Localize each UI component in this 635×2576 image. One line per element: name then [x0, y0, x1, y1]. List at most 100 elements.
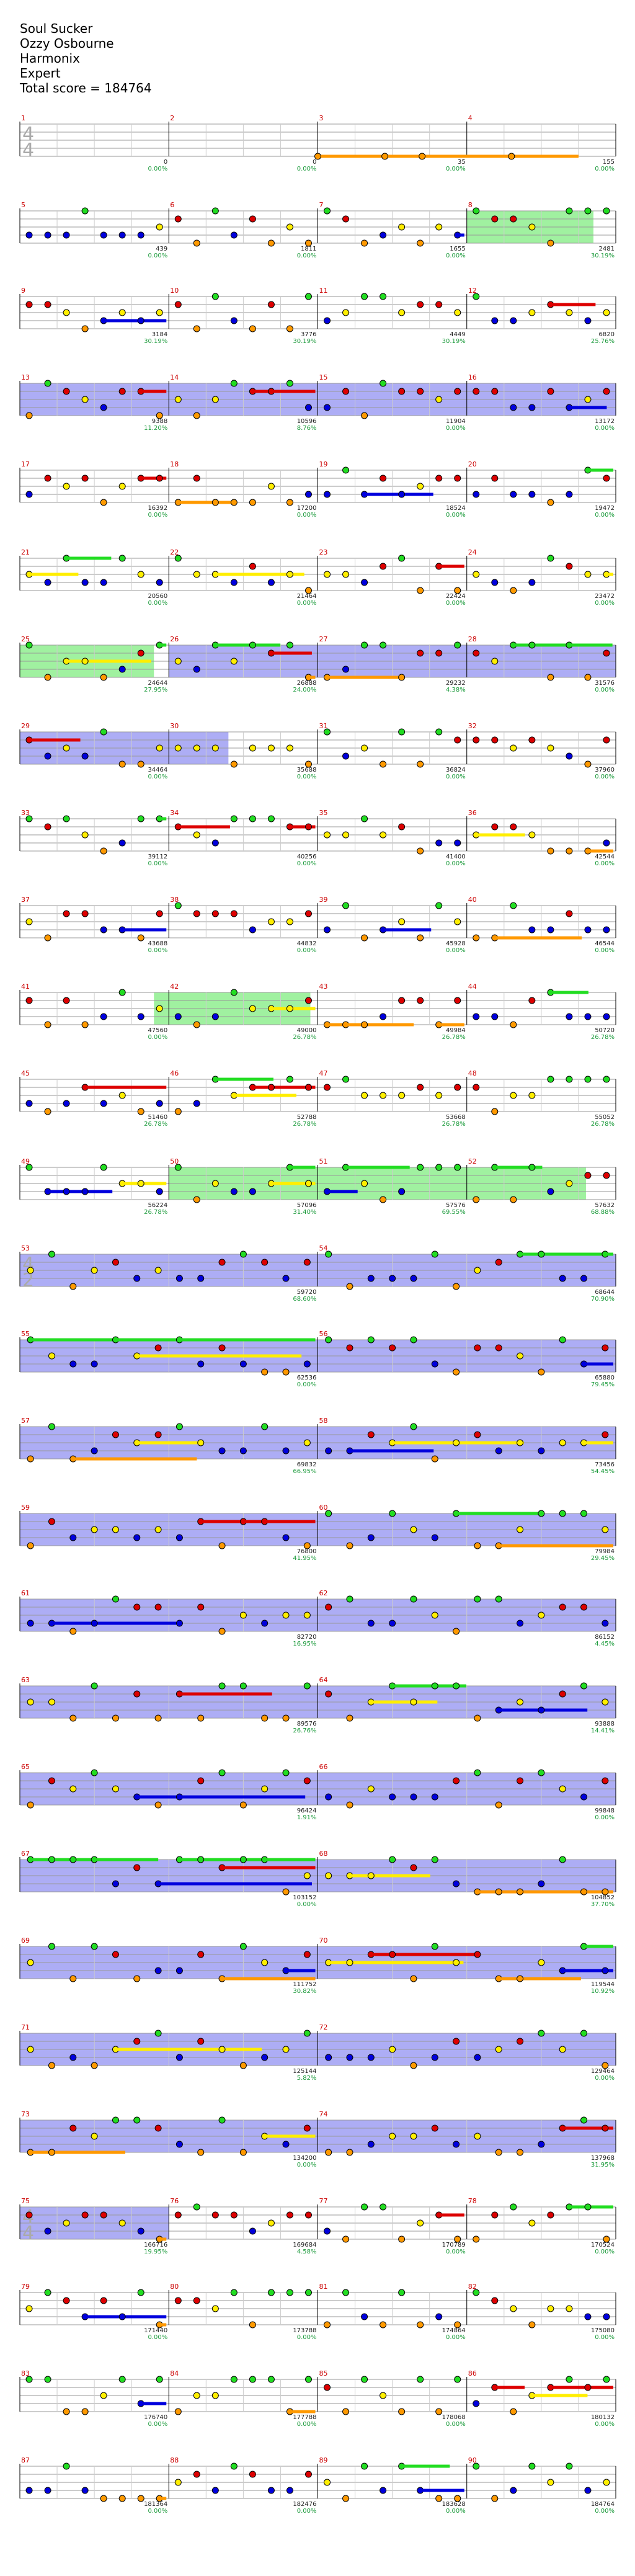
note-gem [249, 499, 256, 506]
note-gem [342, 752, 350, 760]
measure-number: 43 [319, 983, 328, 991]
note-gem [154, 1967, 162, 1974]
note-gem [261, 1259, 269, 1266]
measure-number: 2 [170, 114, 174, 122]
note-gem [133, 2116, 141, 2124]
measure-score: 50720 [595, 1027, 615, 1034]
measure-percent: 30.19% [591, 252, 615, 259]
note-gem [211, 396, 219, 403]
note-gem [431, 1360, 438, 1368]
measure-number: 4 [468, 114, 473, 122]
note-gem [547, 2479, 554, 2486]
note-gem [435, 301, 443, 308]
note-gem [417, 239, 424, 247]
note-gem [603, 1076, 610, 1083]
note-gem [528, 1164, 536, 1171]
note-gem [473, 1013, 480, 1020]
note-gem [197, 1360, 205, 1368]
measure-number: 86 [468, 2369, 477, 2378]
note-gem [435, 1092, 443, 1099]
note-gem [380, 231, 387, 239]
measure-score: 103152 [293, 1894, 316, 1901]
measure-row: 455146026.78%465278826.78%475366826.78%4… [19, 1069, 616, 1128]
note-gem [580, 1603, 588, 1611]
note-gem [25, 2305, 33, 2312]
measure-score: 137968 [591, 2155, 615, 2162]
measure-number: 68 [319, 1850, 328, 1858]
note-gem [473, 207, 480, 215]
note-gem [218, 2046, 226, 2053]
measure-row: 7516671619.95%761696844.58%771707890.00%… [19, 2197, 616, 2255]
note-gem [538, 1769, 545, 1776]
note-gem [603, 1172, 610, 1179]
note-gem [174, 555, 182, 562]
note-gem [211, 499, 219, 506]
note-gem [137, 571, 144, 578]
note-gem [156, 412, 163, 419]
measure-percent: 69.55% [442, 1209, 466, 1216]
measure-score: 17200 [297, 505, 317, 512]
measure-score: 35 [458, 159, 466, 166]
note-gem [474, 1951, 481, 1958]
note-gem [304, 587, 312, 594]
note-gem [118, 483, 126, 490]
note-gem [133, 1275, 141, 1282]
note-gem [431, 1534, 438, 1541]
note-gem [286, 2487, 293, 2494]
note-gem [193, 2392, 200, 2399]
note-gem [453, 1439, 460, 1446]
measure-score: 169684 [293, 2242, 316, 2248]
note-gem [417, 934, 424, 942]
note-gem [528, 309, 536, 316]
note-gem [303, 1542, 311, 1549]
note-gem [304, 239, 312, 247]
note-gem [118, 2495, 126, 2502]
measure-number: 61 [21, 1589, 30, 1597]
note-gem [25, 641, 33, 649]
note-gem [133, 1975, 141, 1982]
song-header: Soul Sucker Ozzy Osbourne Harmonix Exper… [20, 21, 152, 96]
note-gem [474, 1542, 481, 1549]
measure-percent: 4.58% [297, 2248, 317, 2255]
note-gem [175, 1275, 183, 1282]
note-gem [398, 555, 406, 562]
note-gem [361, 2376, 368, 2383]
measure-percent: 30.82% [293, 1988, 316, 1995]
note-gem [137, 1013, 144, 1020]
note-gem [230, 910, 238, 917]
note-gem [100, 2297, 107, 2304]
note-gem [324, 404, 331, 411]
note-gem [282, 1888, 290, 1896]
measure-number: 23 [319, 548, 328, 556]
note-gem [410, 1275, 417, 1282]
measure-row: 871813640.00%881824760.00%891836280.00%9… [19, 2456, 616, 2515]
measure-percent: 26.78% [442, 1121, 466, 1128]
note-gem [398, 1188, 406, 1195]
note-gem [547, 744, 554, 752]
note-gem [510, 491, 517, 498]
note-gem [25, 1100, 33, 1107]
note-gem [528, 2219, 536, 2227]
note-gem [361, 2462, 368, 2470]
note-gem [304, 1180, 312, 1187]
measure-number: 1 [21, 114, 25, 122]
note-gem [398, 728, 406, 736]
measure-number: 56 [319, 1330, 328, 1338]
note-gem [435, 2495, 443, 2502]
measure-row: 41475600.00%424900026.78%434998426.78%44… [19, 983, 616, 1041]
note-gem [495, 2046, 502, 2053]
measure-percent: 70.90% [591, 1296, 615, 1303]
note-gem [389, 1510, 396, 1517]
note-gem [174, 215, 182, 223]
note-gem [81, 396, 89, 403]
time-signature-bottom: 4 [22, 2222, 34, 2244]
note-gem [156, 223, 163, 231]
measure-number: 15 [319, 373, 328, 381]
note-gem [193, 831, 200, 839]
note-gem [602, 1777, 609, 1785]
measure-percent: 8.76% [297, 425, 317, 432]
note-gem [267, 2219, 275, 2227]
measure-score: 52788 [297, 1114, 317, 1121]
note-gem [584, 2313, 592, 2320]
